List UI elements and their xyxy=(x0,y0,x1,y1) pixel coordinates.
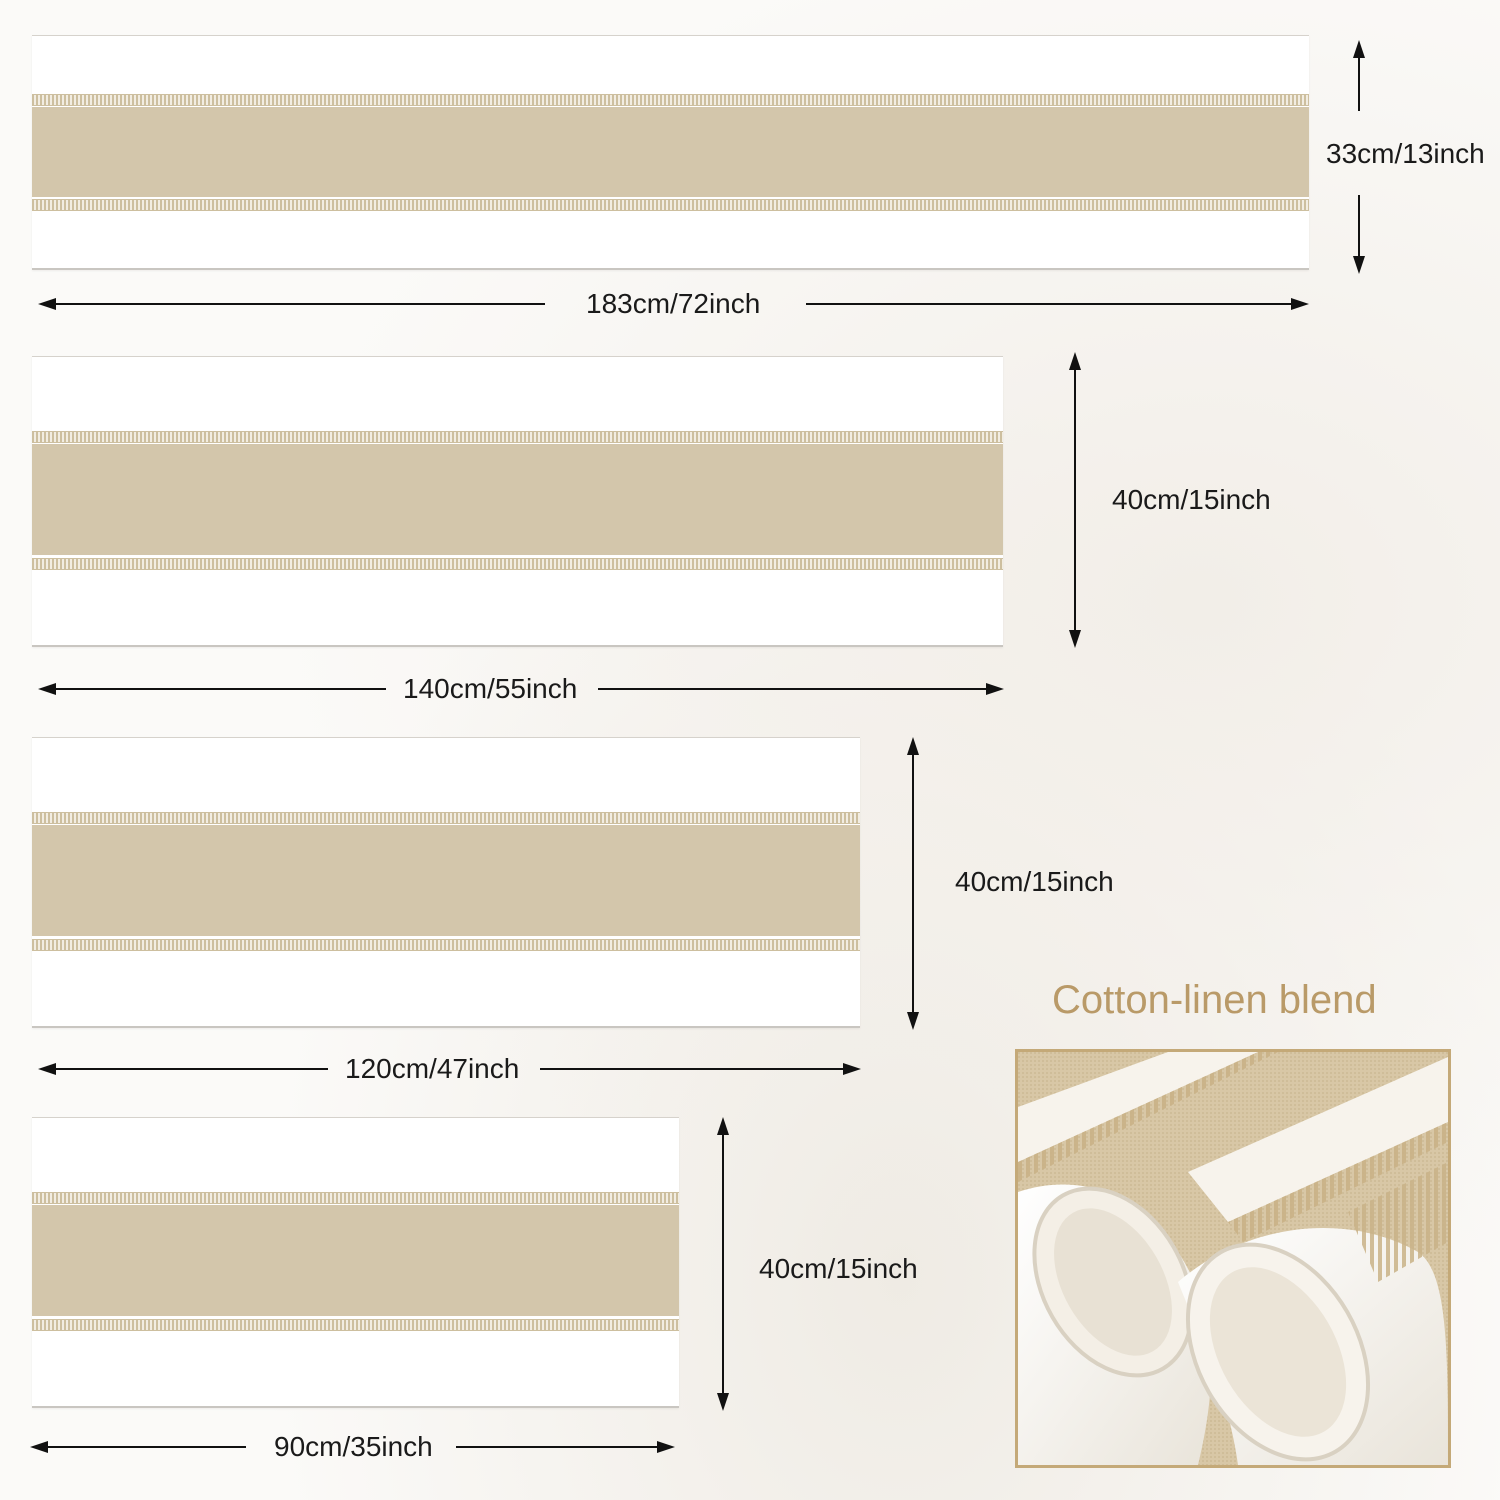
runner-center-stripe xyxy=(32,825,860,936)
rolled-runner-illustration xyxy=(1018,1052,1448,1465)
dimension-line xyxy=(1358,195,1360,257)
table-runner-120 xyxy=(32,737,860,1028)
runner-center-stripe xyxy=(32,444,1003,555)
width-label: 33cm/13inch xyxy=(1326,138,1485,169)
width-label: 40cm/15inch xyxy=(759,1253,918,1284)
dimension-line xyxy=(44,1446,246,1448)
arrow-left-icon xyxy=(38,1063,56,1075)
table-runner-140 xyxy=(32,356,1003,647)
dimension-line xyxy=(52,1068,328,1070)
table-runner-90 xyxy=(32,1117,679,1408)
width-label: 40cm/15inch xyxy=(1112,484,1271,515)
dimension-line xyxy=(806,303,1294,305)
arrow-down-icon xyxy=(717,1393,729,1411)
dimension-line xyxy=(540,1068,846,1070)
length-label: 183cm/72inch xyxy=(586,288,761,319)
dimension-line xyxy=(1074,367,1076,633)
table-runner-183 xyxy=(32,35,1309,270)
dimension-line xyxy=(456,1446,660,1448)
dimension-line xyxy=(1358,55,1360,111)
runner-trim-top xyxy=(32,1192,679,1204)
arrow-right-icon xyxy=(986,683,1004,695)
runner-trim-bottom xyxy=(32,199,1309,211)
arrow-left-icon xyxy=(30,1441,48,1453)
fabric-closeup-photo xyxy=(1015,1049,1451,1468)
runner-trim-top xyxy=(32,812,860,824)
arrow-down-icon xyxy=(907,1012,919,1030)
arrow-down-icon xyxy=(1353,256,1365,274)
length-label: 90cm/35inch xyxy=(274,1431,433,1462)
runner-center-stripe xyxy=(32,1205,679,1316)
arrow-right-icon xyxy=(657,1441,675,1453)
length-label: 140cm/55inch xyxy=(403,673,578,704)
dimension-line xyxy=(598,688,988,690)
runner-trim-bottom xyxy=(32,558,1003,570)
arrow-down-icon xyxy=(1069,630,1081,648)
arrow-right-icon xyxy=(1291,298,1309,310)
arrow-up-icon xyxy=(1353,40,1365,58)
width-label: 40cm/15inch xyxy=(955,866,1114,897)
runner-trim-bottom xyxy=(32,939,860,951)
arrow-up-icon xyxy=(907,737,919,755)
length-label: 120cm/47inch xyxy=(345,1053,520,1084)
runner-trim-top xyxy=(32,94,1309,106)
arrow-left-icon xyxy=(38,683,56,695)
dimension-line xyxy=(52,688,386,690)
dimension-line xyxy=(912,752,914,1015)
runner-trim-bottom xyxy=(32,1319,679,1331)
runner-center-stripe xyxy=(32,107,1309,197)
dimension-line xyxy=(52,303,545,305)
arrow-left-icon xyxy=(38,298,56,310)
arrow-up-icon xyxy=(717,1117,729,1135)
material-title: Cotton-linen blend xyxy=(1052,978,1377,1022)
runner-trim-top xyxy=(32,431,1003,443)
arrow-up-icon xyxy=(1069,352,1081,370)
dimension-line xyxy=(722,1132,724,1395)
arrow-right-icon xyxy=(843,1063,861,1075)
